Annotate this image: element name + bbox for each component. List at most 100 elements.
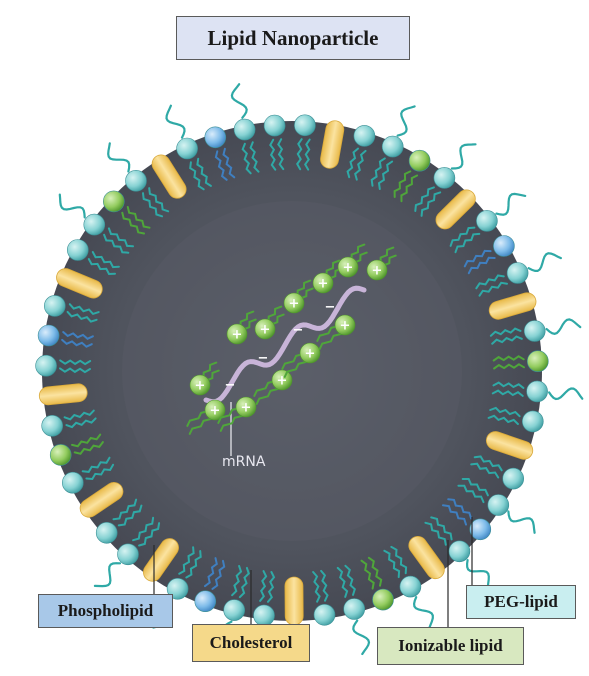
cholesterol-icon [488, 292, 537, 320]
shell-lipid-t [336, 564, 371, 656]
phospholipid-icon [448, 540, 471, 563]
negative-charge: − [293, 323, 304, 338]
ionizable-lipid-icon [312, 272, 334, 294]
phospholipid-icon [313, 603, 336, 626]
phospholipid-icon [37, 324, 60, 347]
phospholipid-icon [263, 114, 286, 137]
positive-charge: + [260, 323, 271, 338]
shell-lipid-c [151, 154, 187, 199]
positive-charge: + [277, 374, 288, 389]
cholesterol-label: Cholesterol [192, 624, 310, 662]
mrna-ionizable-lipid: + [337, 243, 368, 278]
ionizable-lipid-icon [49, 444, 72, 466]
shell-lipid-c [485, 431, 534, 460]
shell-lipid-t [165, 104, 212, 191]
mrna-ionizable-lipid: + [312, 259, 343, 294]
cholesterol-icon [320, 120, 345, 169]
negative-charge: − [225, 378, 236, 393]
shell-lipid-t [470, 455, 525, 490]
cholesterol-icon [151, 154, 187, 199]
positive-charge: + [195, 379, 206, 394]
ionizable-lipid-icon [103, 190, 125, 213]
shell-lipid-t [487, 406, 544, 433]
ionizable-lipid-icon [235, 396, 257, 418]
phospholipid-icon [176, 137, 198, 160]
cholesterol-icon [435, 189, 476, 230]
ionizable-lipid-icon [526, 350, 549, 373]
shell-lipid-g [103, 190, 151, 235]
phospholipid-icon [83, 213, 106, 236]
diagram-title: Lipid Nanoparticle [176, 16, 410, 60]
cholesterol-icon [38, 383, 88, 406]
shell-lipid-t [107, 142, 170, 218]
phospholipid-icon [233, 118, 256, 141]
mrna-ionizable-lipid: + [254, 305, 285, 340]
shell-lipid-t [457, 478, 536, 534]
phospholipid-icon [343, 598, 366, 620]
phospholipid-icon [523, 320, 546, 342]
shell-lipid-t [475, 252, 562, 297]
shell-lipid-g [49, 433, 104, 466]
positive-charge: + [340, 319, 351, 334]
ionizable-lipid-icon [366, 259, 388, 281]
phospholipid-icon [125, 170, 147, 192]
shell-lipid-t [312, 569, 336, 626]
mrna-ionizable-lipid: + [281, 342, 321, 378]
ionizable-lipid-icon [226, 323, 248, 345]
cholesterol-icon [408, 535, 445, 580]
ionizable-lipid-icon [408, 149, 431, 172]
shell-lipid-g [360, 556, 394, 611]
phospholipid-icon [399, 575, 422, 598]
shell-lipid-b [194, 557, 226, 613]
phospholipid-icon [95, 521, 118, 544]
phospholipid-icon [35, 354, 57, 377]
positive-charge: + [232, 328, 243, 343]
phospholipid-label: Phospholipid [38, 594, 173, 628]
phospholipid-icon [223, 599, 245, 621]
shell-lipid-g [492, 350, 549, 373]
phospholipid-icon [67, 239, 89, 261]
shell-lipid-c [38, 383, 88, 406]
shell-lipid-t [424, 516, 490, 589]
phospholipid-icon [353, 125, 376, 147]
shell-lipid-t [230, 83, 260, 175]
shell-lipid-t [58, 193, 134, 254]
ionizable-lipid-icon [334, 314, 356, 336]
shell-lipid-t [62, 456, 115, 494]
shell-lipid-t [414, 143, 477, 217]
phospholipid-icon [502, 467, 525, 490]
phospholipid-icon [476, 210, 498, 232]
cholesterol-icon [56, 268, 103, 299]
shell-lipid-b [37, 324, 94, 348]
phospholipid-icon [469, 518, 492, 541]
mrna-ionizable-lipid: + [283, 279, 314, 314]
phospholipid-icon [294, 114, 316, 137]
cholesterol-icon [79, 482, 124, 518]
peg-lipid-label: PEG-lipid [466, 585, 576, 619]
shell-lipid-b [442, 498, 492, 541]
phospholipid-icon [506, 262, 529, 284]
shell-lipid-b [204, 126, 236, 181]
ionizable-lipid-label: Ionizable lipid [377, 627, 524, 665]
phospholipid-icon [204, 126, 227, 149]
phospholipid-icon [433, 167, 456, 189]
positive-charge: + [343, 261, 354, 276]
shell-lipid-t [489, 318, 582, 345]
shell-lipid-t [67, 239, 120, 276]
ionizable-lipid-icon [299, 342, 321, 364]
negative-charge: − [258, 351, 269, 366]
shell-lipid-t [95, 498, 143, 544]
ionizable-lipid-icon [189, 374, 211, 396]
cholesterol-icon [485, 431, 534, 460]
phospholipid-icon [253, 604, 275, 627]
cholesterol-icon [284, 576, 304, 626]
phospholipid-icon [526, 380, 548, 403]
positive-charge: + [318, 277, 329, 292]
mrna-ionizable-lipid: + [226, 310, 257, 345]
shell-lipid-t [383, 545, 434, 630]
phospholipid-icon [381, 135, 404, 158]
ionizable-lipid-icon [372, 588, 394, 611]
positive-charge: + [372, 264, 383, 279]
positive-charge: + [305, 347, 316, 362]
shell-lipid-g [393, 149, 431, 203]
